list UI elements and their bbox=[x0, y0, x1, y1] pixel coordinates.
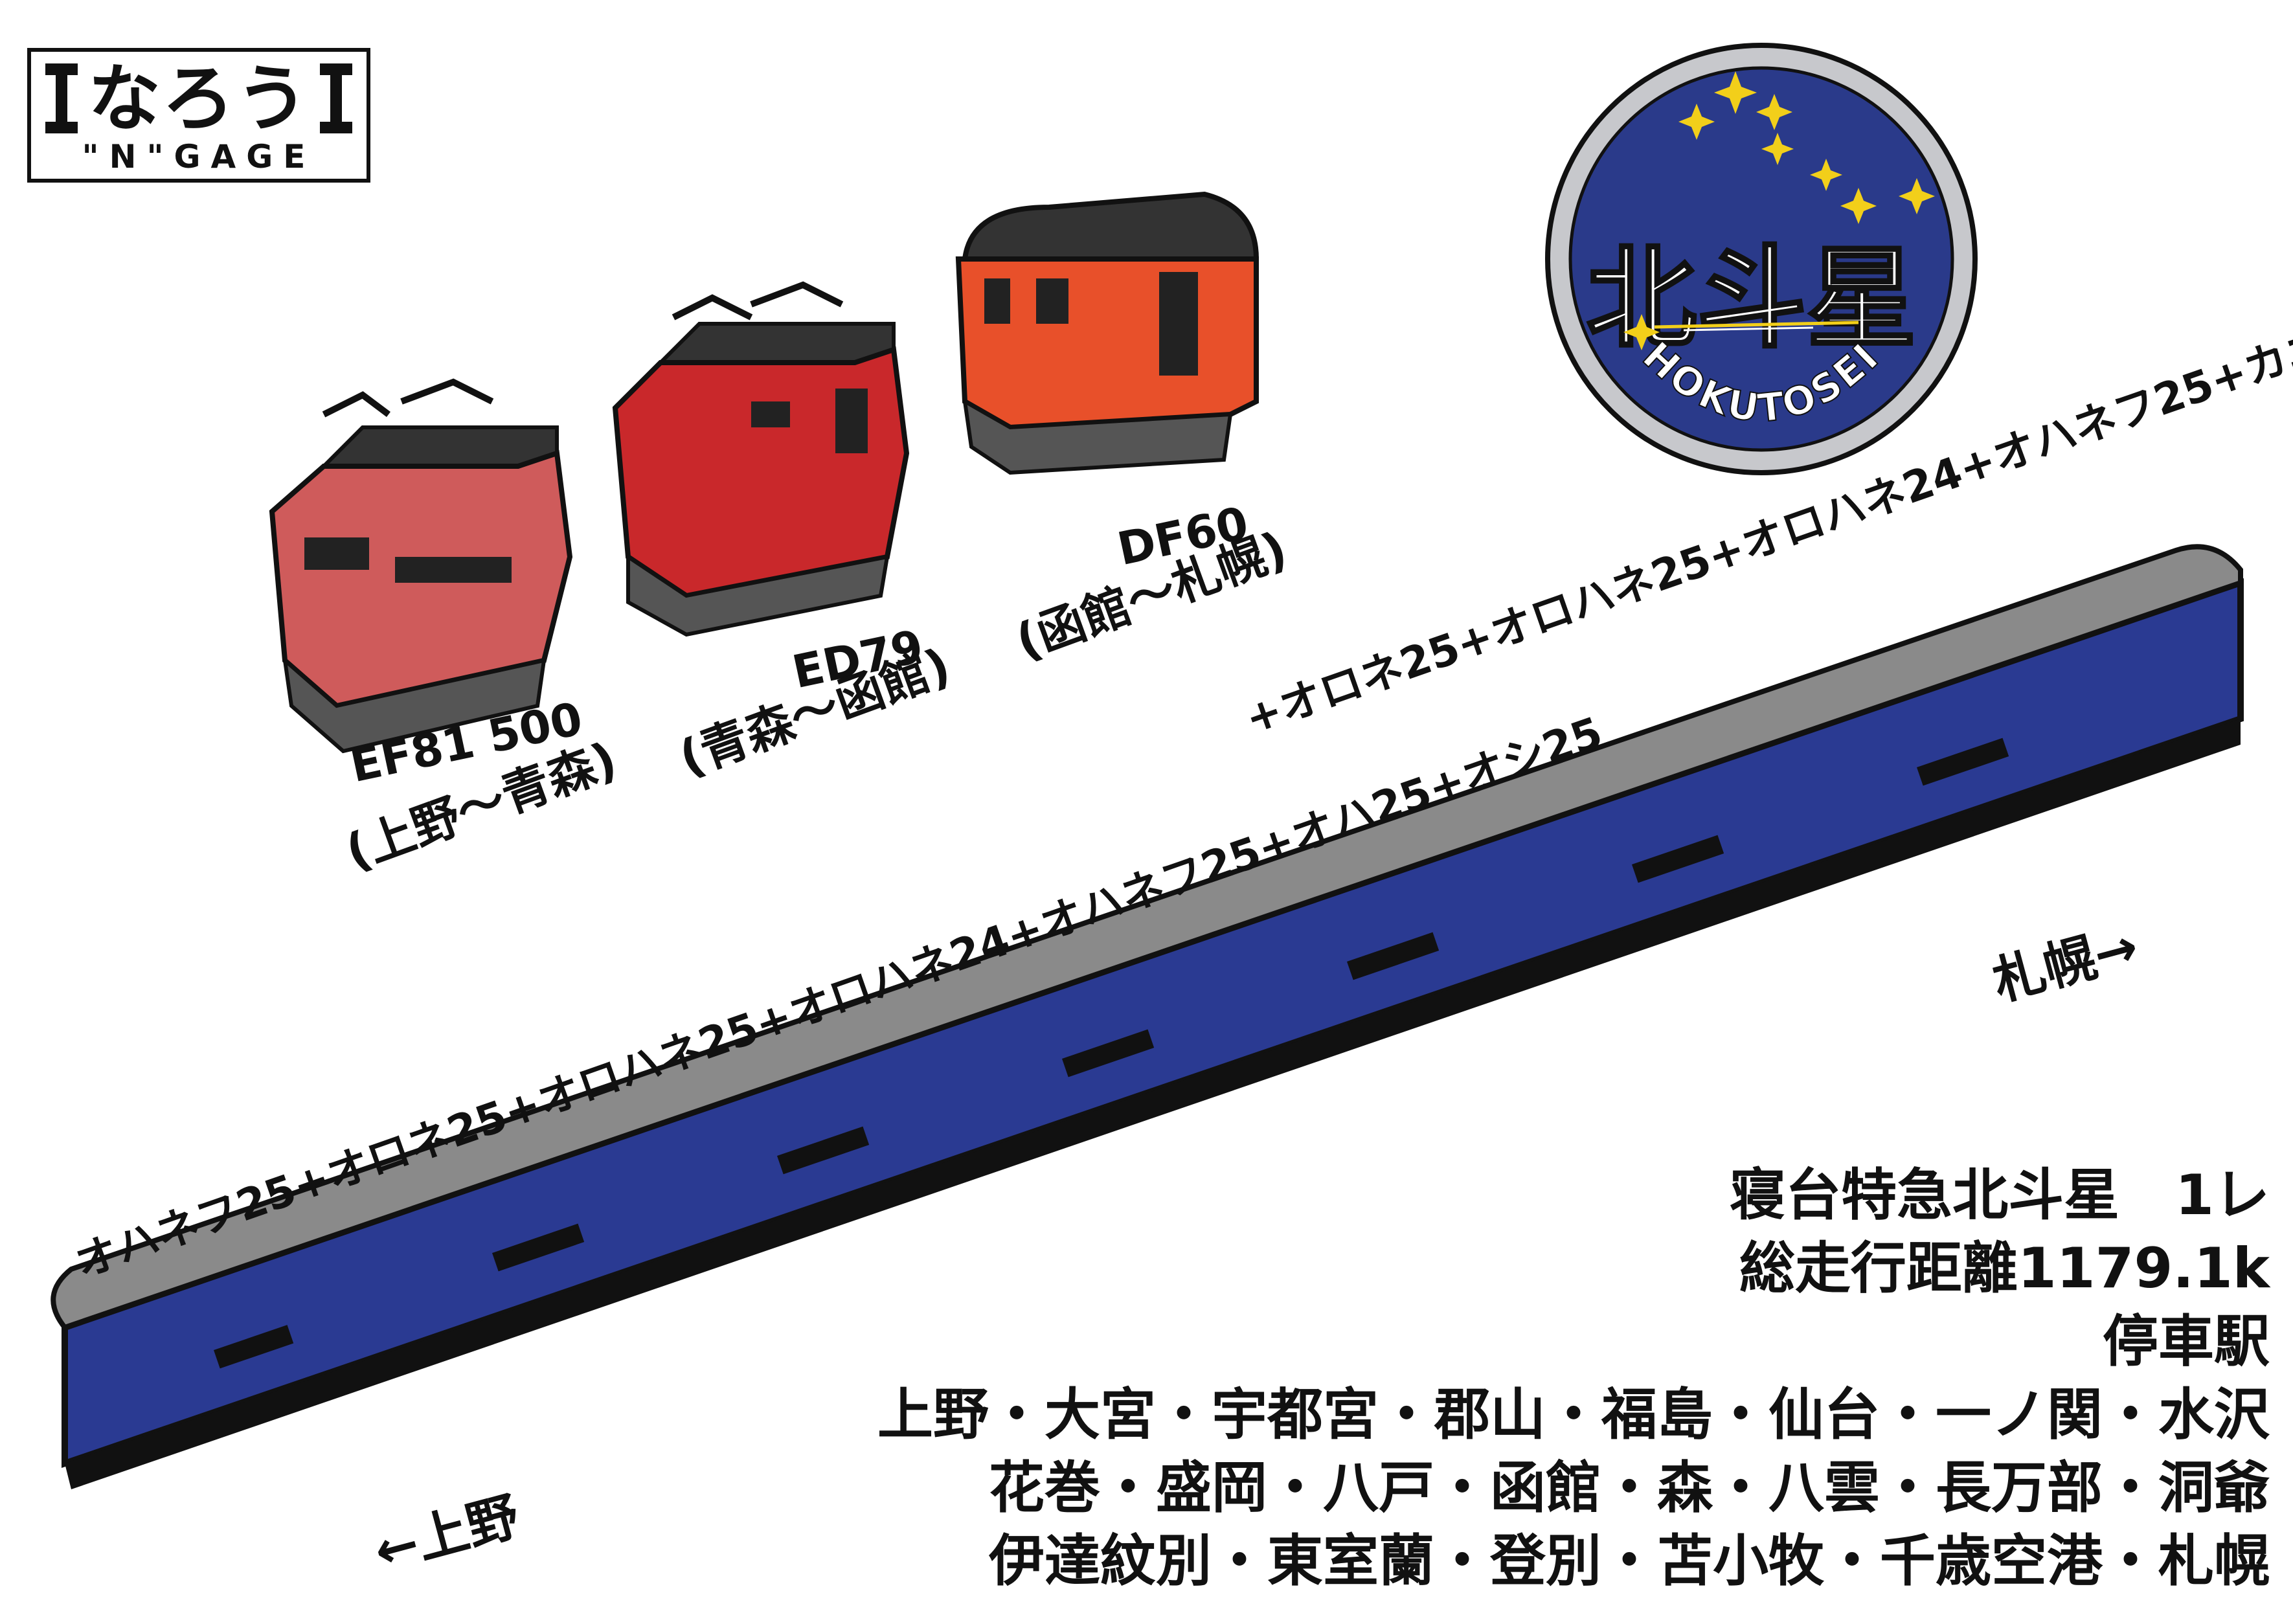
star-icon bbox=[1840, 188, 1877, 224]
star-icon bbox=[1678, 104, 1715, 140]
rail-icon bbox=[45, 63, 78, 133]
star-icon bbox=[1756, 94, 1792, 130]
coach-roofs bbox=[51, 544, 2243, 1331]
ed79-body bbox=[612, 346, 910, 599]
star-icon bbox=[1623, 314, 1660, 350]
logo-subtext: "N"GAGE bbox=[82, 138, 316, 175]
locomotive-ef81 bbox=[269, 378, 573, 754]
headmark-stars bbox=[1623, 71, 1935, 350]
service-info: 寝台特急北斗星 1レ 総走行距離1179.1k 停車駅 上野・大宮・宇都宮・郡山… bbox=[877, 1159, 2270, 1598]
train-consist bbox=[51, 544, 2244, 1489]
stops-line: 上野・大宮・宇都宮・郡山・福島・仙台・一ノ関・水沢 bbox=[877, 1382, 2270, 1447]
hokutosei-headmark: 北斗星 HOKUTOSEI bbox=[1545, 43, 1978, 475]
locomotive-df60 bbox=[955, 191, 1259, 475]
stops-line: 伊達紋別・東室蘭・登別・苫小牧・千歳空港・札幌 bbox=[989, 1529, 2270, 1594]
star-icon bbox=[1899, 178, 1935, 214]
rail-icon bbox=[320, 63, 352, 133]
locomotive-ed79 bbox=[612, 281, 910, 637]
narou-ngage-logo: なろう "N"GAGE bbox=[27, 48, 370, 183]
stops-label: 停車駅 bbox=[2103, 1309, 2270, 1374]
logo-wordmark: なろう bbox=[88, 57, 310, 141]
total-distance: 総走行距離1179.1k bbox=[1739, 1236, 2270, 1301]
star-icon bbox=[1714, 71, 1757, 114]
headmark-disc bbox=[1568, 66, 1954, 452]
star-icon bbox=[1761, 133, 1794, 165]
stops-line: 花巻・盛岡・八戸・函館・森・八雲・長万部・洞爺 bbox=[989, 1456, 2270, 1520]
coach-windows bbox=[213, 738, 2009, 1369]
star-icon bbox=[1810, 159, 1842, 191]
service-title: 寝台特急北斗星 1レ bbox=[1730, 1163, 2270, 1228]
